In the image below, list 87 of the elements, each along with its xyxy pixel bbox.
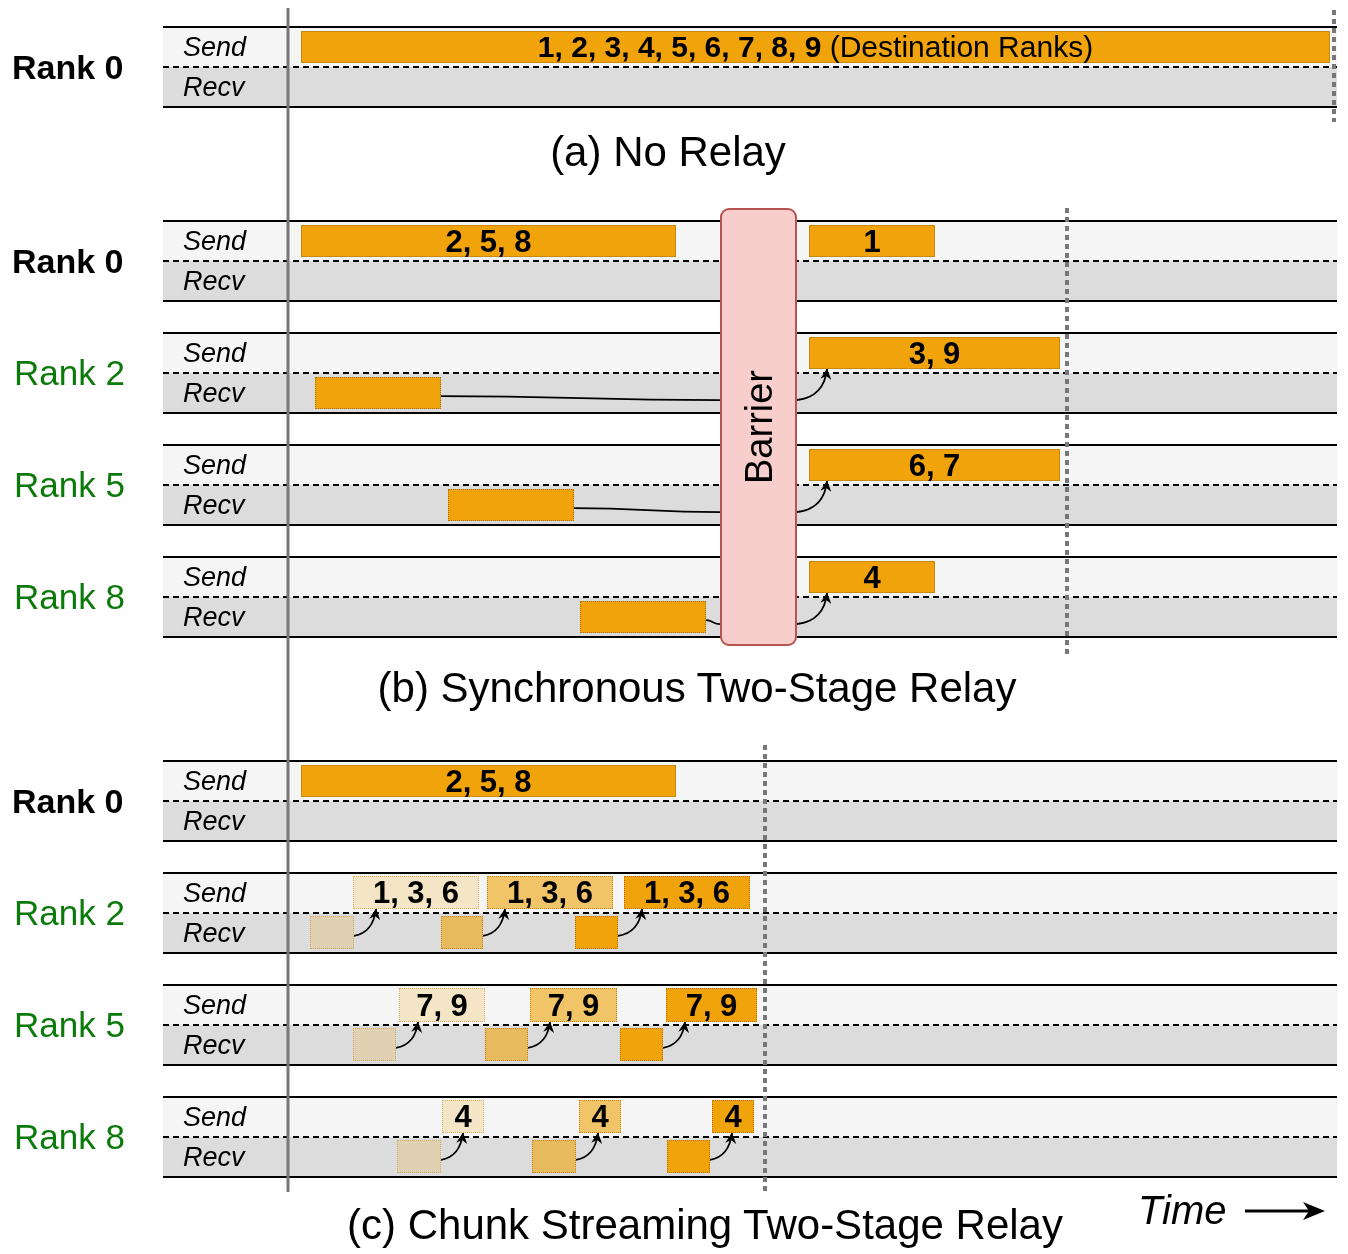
chunk-bar: 4 xyxy=(712,1100,754,1133)
transfer-bar: 2, 5, 8 xyxy=(301,225,676,257)
chunk-bar: 1, 3, 6 xyxy=(487,876,613,909)
received-chunk xyxy=(485,1028,528,1061)
lane-label: Recv xyxy=(183,74,245,101)
received-block xyxy=(448,489,574,521)
arrow xyxy=(796,480,831,513)
arrow xyxy=(440,1132,467,1161)
send-lane xyxy=(163,761,1337,801)
chunk-bar: 7, 9 xyxy=(666,988,757,1022)
axis-label: Time xyxy=(1138,1187,1227,1233)
send-lane xyxy=(163,873,1337,913)
transfer-bar: 6, 7 xyxy=(809,449,1060,481)
chunk-bar: 7, 9 xyxy=(530,988,617,1022)
receive-lane xyxy=(163,597,1337,637)
lane-label: Send xyxy=(183,768,247,795)
rank-label: Rank 0 xyxy=(12,781,124,821)
send-lane xyxy=(163,985,1337,1025)
chunk-bar: 1, 3, 6 xyxy=(624,876,750,909)
connector-line xyxy=(573,507,721,514)
rank-label: Rank 0 xyxy=(12,47,124,87)
lane-label: Send xyxy=(183,1104,247,1131)
received-chunk xyxy=(575,916,618,949)
rank-label: Rank 2 xyxy=(14,353,125,394)
send-lane xyxy=(163,27,1337,67)
subfigure-caption: (b) Synchronous Two-Stage Relay xyxy=(377,664,1017,713)
lane-label: Send xyxy=(183,992,247,1019)
lane-label: Recv xyxy=(183,492,245,519)
received-chunk xyxy=(397,1140,441,1173)
connector-line xyxy=(440,395,721,402)
transfer-bar: 1, 2, 3, 4, 5, 6, 7, 8, 9 (Destination Ranks) xyxy=(301,31,1330,63)
chunk-bar: 1, 3, 6 xyxy=(353,876,479,909)
arrow xyxy=(395,1021,422,1049)
arrow xyxy=(527,1021,554,1049)
arrow xyxy=(575,1132,602,1161)
received-chunk xyxy=(620,1028,663,1061)
lane-label: Send xyxy=(183,228,247,255)
chunk-bar: 7, 9 xyxy=(399,988,485,1022)
barrier-box: Barrier xyxy=(720,208,797,646)
receive-lane xyxy=(163,67,1337,107)
chunk-bar: 4 xyxy=(579,1100,621,1133)
received-block xyxy=(315,377,441,409)
arrow xyxy=(662,1021,689,1049)
arrow xyxy=(617,908,646,937)
lane-label: Recv xyxy=(183,920,245,947)
lane-label: Recv xyxy=(183,808,245,835)
received-chunk xyxy=(667,1140,710,1173)
received-chunk xyxy=(353,1028,396,1061)
lane-label: Recv xyxy=(183,1144,245,1171)
received-chunk xyxy=(441,916,483,949)
received-chunk xyxy=(532,1140,576,1173)
arrow xyxy=(796,592,831,625)
rank-label: Rank 5 xyxy=(14,1005,125,1046)
arrow xyxy=(482,908,509,937)
lane-label: Send xyxy=(183,452,247,479)
transfer-bar: 2, 5, 8 xyxy=(301,765,676,797)
rank-label: Rank 5 xyxy=(14,465,125,506)
rank-label: Rank 0 xyxy=(12,241,124,281)
lane-label: Recv xyxy=(183,268,245,295)
transfer-bar: 1 xyxy=(809,225,935,257)
subfigure-caption: (a) No Relay xyxy=(550,128,786,177)
receive-lane xyxy=(163,801,1337,841)
arrow xyxy=(709,1132,736,1161)
arrow xyxy=(353,908,380,937)
connector-line xyxy=(705,619,721,626)
rank-label: Rank 2 xyxy=(14,893,125,934)
receive-lane xyxy=(163,1137,1337,1177)
lane-label: Send xyxy=(183,564,247,591)
subfigure-caption: (c) Chunk Streaming Two-Stage Relay xyxy=(347,1201,1063,1250)
rank-label: Rank 8 xyxy=(14,577,125,618)
lane-label: Recv xyxy=(183,380,245,407)
lane-label: Send xyxy=(183,880,247,907)
lane-label: Send xyxy=(183,340,247,367)
rank-label: Rank 8 xyxy=(14,1117,125,1158)
receive-lane xyxy=(163,913,1337,953)
chunk-bar: 4 xyxy=(442,1100,484,1133)
receive-lane xyxy=(163,1025,1337,1065)
arrow xyxy=(796,368,831,401)
received-block xyxy=(580,601,706,633)
lane-label: Recv xyxy=(183,1032,245,1059)
transfer-bar: 4 xyxy=(809,561,935,593)
transfer-bar: 3, 9 xyxy=(809,337,1060,369)
receive-lane xyxy=(163,261,1337,301)
lane-label: Recv xyxy=(183,604,245,631)
received-chunk xyxy=(310,916,354,949)
lane-label: Send xyxy=(183,34,247,61)
send-lane xyxy=(163,1097,1337,1137)
